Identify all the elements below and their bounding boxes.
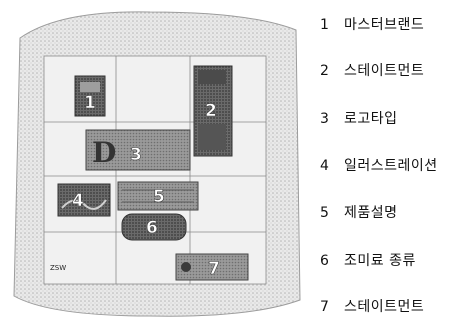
- legend-label: 스테이트먼트: [344, 299, 425, 315]
- package-illustration: 1 2 D 3 4 5 6: [13, 11, 301, 317]
- zone-3-number: 3: [130, 145, 142, 165]
- legend-number: 6: [320, 253, 329, 269]
- zone-5-product-description: 5: [117, 181, 199, 211]
- zone-6-seasoning-type: 6: [121, 213, 187, 241]
- zone-1-number: 1: [84, 93, 96, 113]
- legend-label: 로고타입: [344, 111, 398, 127]
- zone-2-number: 2: [205, 101, 217, 121]
- logotype-glyph: D: [92, 136, 116, 169]
- legend-item-1: 1 마스터브랜드: [318, 14, 424, 36]
- legend-item-3: 3 로고타입: [318, 108, 398, 130]
- legend-number: 7: [320, 299, 329, 315]
- zone-6-number: 6: [146, 218, 158, 238]
- legend-item-7: 7 스테이트먼트: [318, 296, 424, 318]
- legend-number: 2: [320, 63, 329, 79]
- zone-4-illustration: 4: [57, 183, 111, 217]
- legend-item-4: 4 일러스트레이션: [318, 155, 438, 177]
- zone-2-statement: 2: [193, 65, 233, 157]
- zone-4-number: 4: [72, 191, 84, 211]
- legend-number: 4: [320, 158, 329, 174]
- legend-label: 마스터브랜드: [344, 17, 425, 33]
- legend-label: 일러스트레이션: [344, 158, 438, 174]
- corner-mark: ZSW: [50, 264, 66, 272]
- legend: 1 마스터브랜드 2 스테이트먼트 3 로고타입 4 일러스트레이션 5 제품설명 6 조미…: [318, 0, 456, 326]
- legend-number: 3: [320, 111, 329, 127]
- legend-item-5: 5 제품설명: [318, 202, 398, 224]
- zone-3-logotype: D 3: [85, 129, 191, 171]
- zone-7-statement: 7: [175, 253, 249, 281]
- legend-label: 제품설명: [344, 205, 398, 221]
- legend-label: 스테이트먼트: [344, 63, 425, 79]
- legend-item-6: 6 조미료 종류: [318, 250, 416, 272]
- zone-7-number: 7: [208, 259, 220, 279]
- zone-5-number: 5: [153, 187, 165, 207]
- legend-number: 5: [320, 205, 329, 221]
- legend-item-2: 2 스테이트먼트: [318, 60, 424, 82]
- legend-label: 조미료 종류: [344, 253, 416, 269]
- zone-1-master-brand: 1: [74, 75, 106, 117]
- legend-number: 1: [320, 17, 329, 33]
